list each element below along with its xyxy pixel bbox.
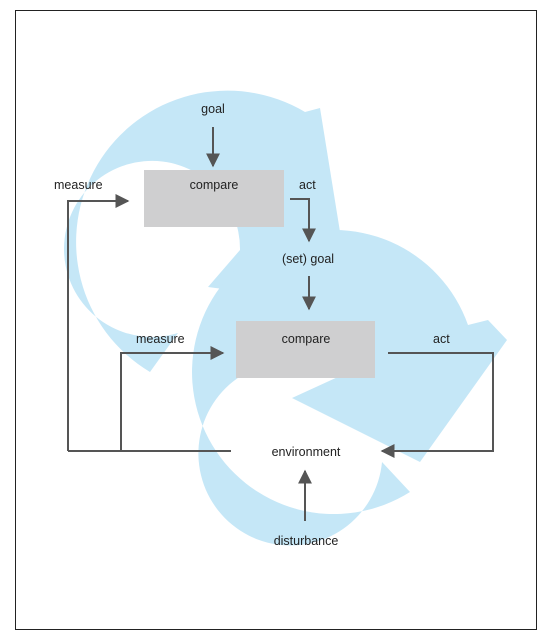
inner-measure-label: measure: [136, 332, 185, 346]
outer-act-arrow: [290, 198, 316, 243]
inner-compare-label: compare: [282, 332, 331, 346]
outer-measure-arrow: [67, 194, 130, 451]
outer-act-label: act: [299, 178, 316, 192]
inner-goal-label: (set) goal: [282, 252, 334, 266]
inner-loop-arrow-icon: [192, 230, 507, 546]
inner-measure-arrow: [120, 346, 225, 451]
outer-compare-box: [144, 170, 284, 227]
environment-label: environment: [272, 445, 341, 459]
inner-compare-box: [236, 321, 375, 378]
inner-act-arrow: [380, 352, 494, 458]
disturbance-label: disturbance: [274, 534, 339, 548]
outer-loop-arrow-icon: [64, 90, 352, 373]
outer-compare-label: compare: [190, 178, 239, 192]
outer-goal-label: goal: [201, 102, 225, 116]
outer-measure-label: measure: [54, 178, 103, 192]
inner-act-label: act: [433, 332, 450, 346]
